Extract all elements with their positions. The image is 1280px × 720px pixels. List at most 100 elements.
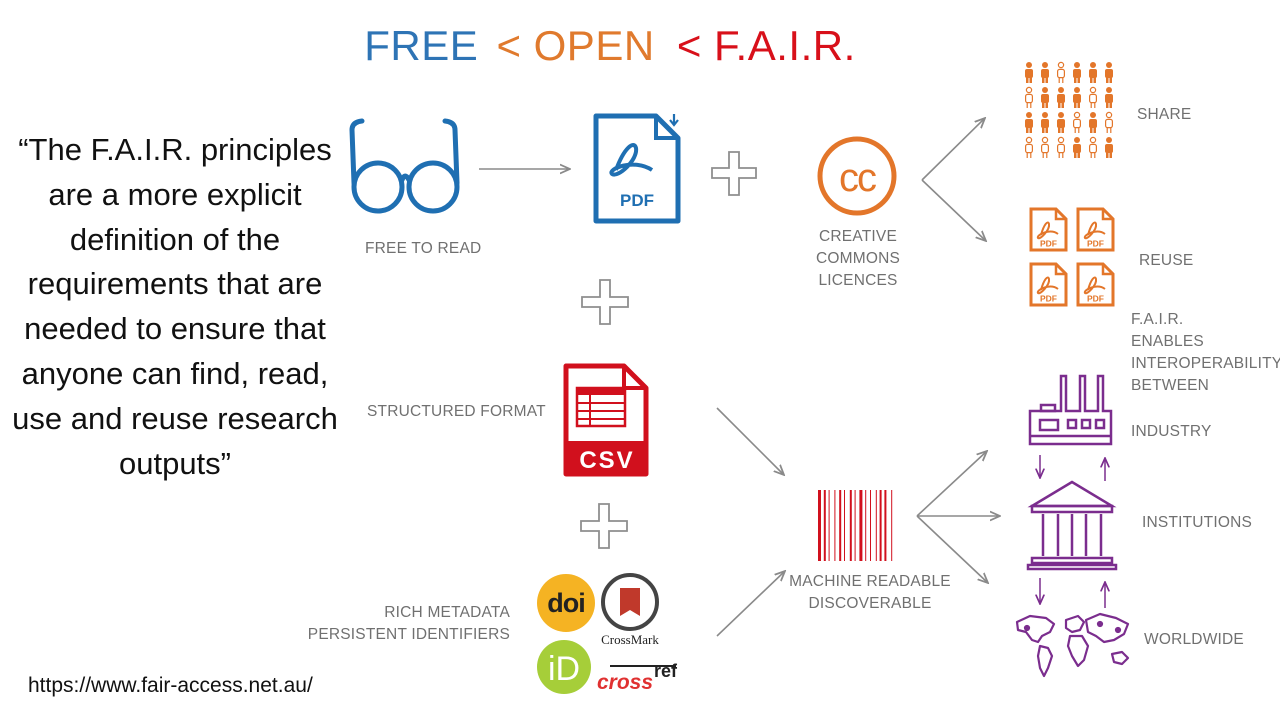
label-fair-enables-line: ENABLES <box>1131 333 1204 350</box>
person-figure <box>1056 136 1066 159</box>
person-figure <box>1057 112 1065 133</box>
person-figure <box>1041 62 1049 83</box>
barcode-bar <box>849 490 852 561</box>
person-figure <box>1088 86 1098 109</box>
plus-icon <box>711 151 757 196</box>
label-fair-enables-line: INTEROPERABILITY <box>1131 355 1280 372</box>
orcid-logo-icon <box>537 640 591 694</box>
arrow-csv-to-barcode <box>716 407 784 475</box>
label-worldwide: WORLDWIDE <box>1144 631 1244 648</box>
fair-quote: “The F.A.I.R. principles are a more expl… <box>12 132 338 481</box>
barcode-icon <box>818 490 893 561</box>
person-figure <box>1056 61 1066 84</box>
person-figure <box>1041 87 1049 108</box>
label-industry: INDUSTRY <box>1131 423 1212 440</box>
title-open: OPEN <box>533 22 655 69</box>
plus-icon <box>581 279 629 325</box>
person-figure <box>1025 112 1033 133</box>
person-figure <box>1105 87 1113 108</box>
barcode-bar <box>823 490 826 561</box>
label-fair-enables: F.A.I.R. ENABLES INTEROPERABILITY BETWEE… <box>1131 309 1280 397</box>
person-figure <box>1073 62 1081 83</box>
person-figure <box>1105 62 1113 83</box>
label-rich-metadata-line: PERSISTENT IDENTIFIERS <box>307 626 510 643</box>
label-rich-metadata-line: RICH METADATA <box>384 604 510 621</box>
barcode-bar <box>870 490 871 561</box>
label-institutions: INSTITUTIONS <box>1142 514 1253 531</box>
label-machine-readable: MACHINE READABLE DISCOVERABLE <box>782 571 958 615</box>
crossmark-logo-icon <box>601 573 659 631</box>
person-figure <box>1024 86 1034 109</box>
barcode-bar <box>854 490 856 561</box>
arrow-cc-to-reuse <box>921 179 986 241</box>
barcode-bar <box>839 490 842 561</box>
doi-logo-icon <box>537 574 595 632</box>
institution-building-icon <box>1026 480 1118 571</box>
crossref-logo-text-ref: ref <box>654 661 678 681</box>
person-figure <box>1041 112 1049 133</box>
label-rich-metadata: RICH METADATA PERSISTENT IDENTIFIERS <box>300 602 510 646</box>
title-fair: F.A.I.R. <box>714 22 856 69</box>
pdf-file-icon <box>593 113 681 224</box>
csv-icon-text: CSV <box>579 447 634 474</box>
csv-file-icon <box>563 363 649 477</box>
glasses-icon <box>349 118 460 214</box>
label-creative-commons-line: CREATIVE <box>819 228 897 245</box>
person-figure <box>1040 136 1050 159</box>
person-figure <box>1105 137 1113 158</box>
label-machine-readable-line: DISCOVERABLE <box>808 595 932 612</box>
person-figure <box>1104 111 1114 134</box>
factory-icon <box>1028 374 1113 446</box>
label-creative-commons-line: COMMONS <box>815 250 901 267</box>
person-figure <box>1089 112 1097 133</box>
label-creative-commons: CREATIVE COMMONS LICENCES <box>798 226 918 292</box>
person-figure <box>1073 87 1081 108</box>
barcode-bar <box>865 490 867 561</box>
title-lt-2: < <box>676 22 702 69</box>
title-free: FREE <box>364 22 479 69</box>
creative-commons-icon <box>817 136 897 216</box>
label-reuse: REUSE <box>1139 252 1194 269</box>
arrow-cc-to-share <box>921 118 985 181</box>
person-figure <box>1089 62 1097 83</box>
label-machine-readable-line: MACHINE READABLE <box>789 573 951 590</box>
arrow-metadata-to-barcode <box>716 571 785 637</box>
people-share-icon <box>1024 61 1114 159</box>
label-free-to-read: FREE TO READ <box>365 240 482 257</box>
crossmark-logo-text: CrossMark <box>601 632 659 647</box>
person-figure <box>1088 136 1098 159</box>
arrow-barcode-to-worldwide <box>916 515 988 583</box>
person-figure <box>1073 137 1081 158</box>
page-title: FREE < OPEN < F.A.I.R. <box>0 22 1220 70</box>
barcode-bar <box>879 490 882 561</box>
source-url[interactable]: https://www.fair-access.net.au/ <box>28 674 313 697</box>
person-figure <box>1025 62 1033 83</box>
barcode-bar <box>828 490 830 561</box>
doi-logo-text: doi <box>547 588 585 618</box>
person-figure <box>1057 87 1065 108</box>
orcid-logo-text: iD <box>548 650 580 688</box>
barcode-bar <box>834 490 836 561</box>
arrow-barcode-to-industry <box>916 451 987 517</box>
label-share: SHARE <box>1137 106 1192 123</box>
person-figure <box>1072 111 1082 134</box>
crossref-logo-text-cross: cross <box>597 671 653 694</box>
label-structured-format: STRUCTURED FORMAT <box>367 403 546 420</box>
barcode-bar <box>891 490 893 561</box>
pdf-icon-text: PDF <box>620 191 654 210</box>
world-map-icon <box>1015 612 1130 678</box>
barcode-bar <box>844 490 845 561</box>
barcode-bar <box>884 490 887 561</box>
barcode-bar <box>875 490 877 561</box>
cc-icon-text: cc <box>839 156 876 200</box>
label-creative-commons-line: LICENCES <box>818 272 898 289</box>
barcode-bar <box>818 490 821 561</box>
label-fair-enables-line: BETWEEN <box>1131 377 1210 394</box>
barcode-bar <box>859 490 863 561</box>
person-figure <box>1024 136 1034 159</box>
pdf-reuse-icon <box>1029 207 1115 307</box>
label-fair-enables-line: F.A.I.R. <box>1131 311 1184 328</box>
plus-icon <box>580 503 628 549</box>
title-lt-1: < <box>496 22 522 69</box>
